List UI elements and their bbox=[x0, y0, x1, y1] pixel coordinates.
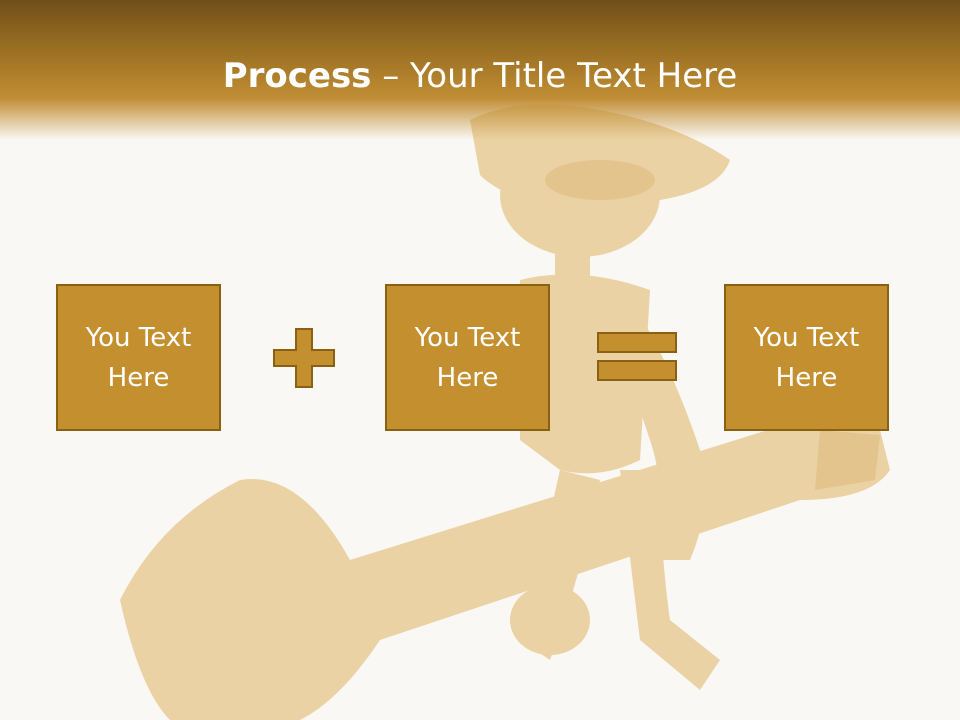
plus-icon bbox=[273, 328, 335, 388]
slide-title-rest: – Your Title Text Here bbox=[371, 56, 738, 96]
process-box-2-label: You Text Here bbox=[414, 322, 521, 393]
process-box-1-label: You Text Here bbox=[85, 322, 192, 393]
slide-title-bold: Process bbox=[222, 56, 372, 96]
process-box-2[interactable]: You Text Here bbox=[385, 284, 550, 431]
equals-icon bbox=[597, 332, 677, 381]
process-box-3-label: You Text Here bbox=[753, 322, 860, 393]
title-bar bbox=[0, 0, 960, 140]
process-box-3[interactable]: You Text Here bbox=[724, 284, 889, 431]
slide-title: Process – Your Title Text Here bbox=[0, 54, 960, 98]
process-box-1[interactable]: You Text Here bbox=[56, 284, 221, 431]
